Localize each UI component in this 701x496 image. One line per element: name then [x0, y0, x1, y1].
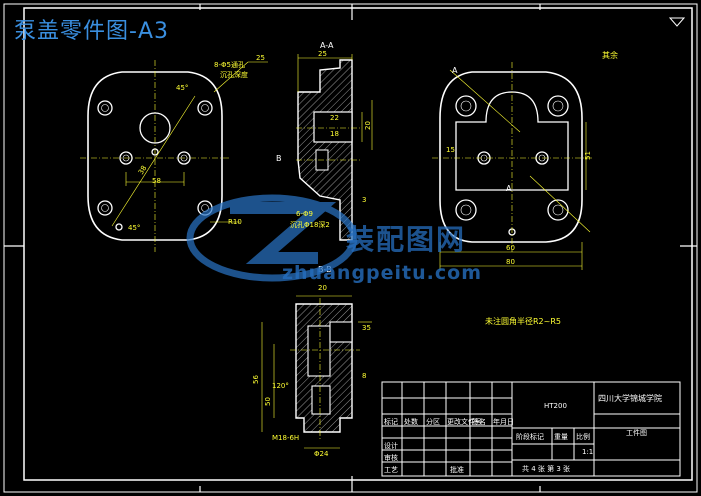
- dim-right-80: 80: [506, 258, 515, 266]
- dim-aa-vertical: 20: [364, 121, 372, 130]
- marker-a-top: A: [452, 66, 458, 75]
- dim-bb-120: 120°: [272, 382, 289, 390]
- tb-material: HT200: [544, 402, 567, 410]
- tb-row-file: 更改文件号: [447, 418, 482, 426]
- tb-part: 工件图: [626, 429, 647, 437]
- dim-bb-24: Φ24: [314, 450, 329, 458]
- tb-row-count: 处数: [404, 418, 418, 426]
- dim-front-25: 25: [256, 54, 265, 62]
- dim-bb-20: 20: [318, 284, 327, 292]
- dim-bb-8: 8: [362, 372, 367, 380]
- title-block: [381, 381, 681, 477]
- dim-right-60: 60: [506, 244, 515, 252]
- dim-aa-18: 18: [330, 130, 339, 138]
- dim-aa-25: 25: [318, 50, 327, 58]
- watermark-logo: [186, 194, 358, 282]
- surface-note: 其余: [602, 51, 618, 60]
- dim-bb-56: 56: [252, 375, 260, 384]
- fillet-note: 未注圆角半径R2~R5: [485, 317, 561, 326]
- dim-angle-top: 45°: [176, 84, 189, 92]
- inner-border: [23, 7, 693, 481]
- section-bb-view: 20 56 50 120° Φ24 M18-6H B-B 35: [252, 265, 372, 458]
- dim-r10: R10: [228, 218, 242, 226]
- section-aa-view: 25 A-A 22 18 20: [296, 41, 373, 241]
- tb-stage: 阶段标记: [516, 433, 544, 441]
- dim-bb-50: 50: [264, 397, 272, 406]
- dim-holes-sub: 沉孔深度: [220, 71, 248, 79]
- tb-row-zone: 分区: [426, 418, 440, 426]
- tb-check: 审核: [384, 454, 398, 462]
- dim-holes: 8-Φ5通孔: [214, 61, 245, 69]
- tb-row-mark: 标记: [384, 418, 398, 426]
- watermark-url: zhuangpeitu.com: [282, 262, 482, 284]
- outer-border: [3, 3, 698, 493]
- orientation-mark: [668, 17, 686, 27]
- right-view: 60 80 51 15: [432, 62, 592, 270]
- tb-row-sign: 签名: [472, 418, 486, 426]
- tb-design: 设计: [384, 442, 398, 450]
- tb-row-date: 年月日: [493, 418, 514, 426]
- dim-aa-holes2: 沉孔Φ18深2: [290, 221, 330, 229]
- dim-aa-holes: 6-Φ9: [296, 210, 313, 218]
- tb-sheet: 共 4 张 第 3 张: [522, 465, 571, 473]
- dim-aa-22: 22: [330, 114, 339, 122]
- dim-bb-m18: M18-6H: [272, 434, 299, 442]
- tb-process: 工艺: [384, 466, 398, 474]
- tb-scale: 1:1: [582, 448, 594, 456]
- dim-aa-3: 3: [362, 196, 367, 204]
- dim-right-51: 51: [584, 151, 592, 160]
- tb-weight: 重量: [554, 433, 568, 441]
- tb-ratio: 比例: [576, 433, 590, 441]
- dim-right-15: 15: [446, 146, 455, 154]
- tb-school: 四川大学锦城学院: [598, 394, 662, 403]
- page-title: 泵盖零件图-A3: [14, 19, 169, 44]
- section-aa-label: A-A: [320, 41, 334, 50]
- dim-angle-bottom: 45°: [128, 224, 141, 232]
- tb-approve: 批准: [450, 466, 464, 474]
- dim-front-58: 58: [152, 177, 161, 185]
- dim-front-diag: 38: [137, 164, 149, 176]
- marker-a-mid: A: [506, 184, 512, 193]
- centering-marks: [4, 4, 697, 492]
- marker-b-left: B: [276, 154, 282, 163]
- watermark-name: 装配图网: [346, 223, 467, 256]
- dim-bb-35: 35: [362, 324, 371, 332]
